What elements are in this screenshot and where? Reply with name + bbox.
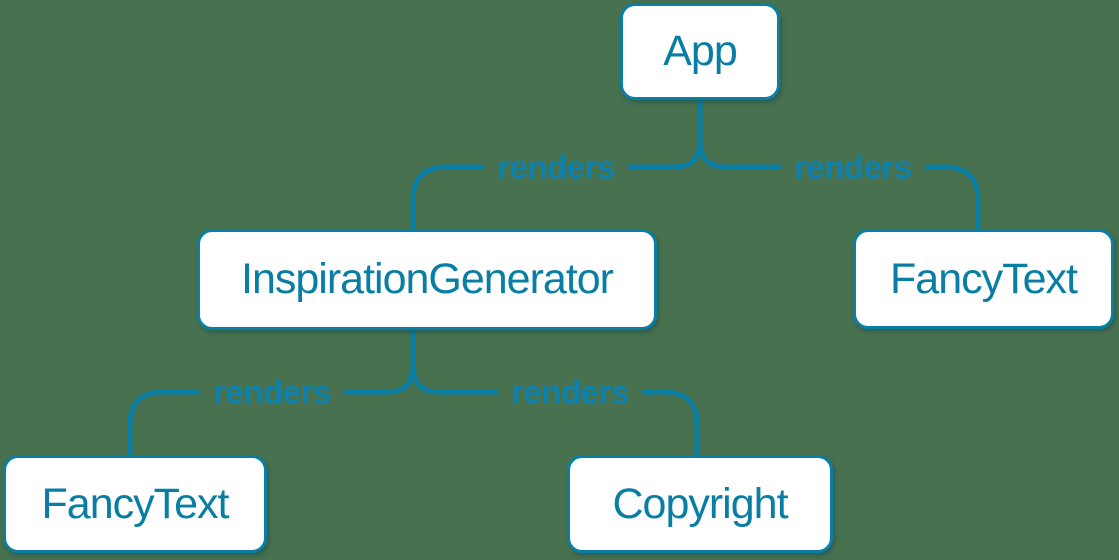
node-inspiration-generator: InspirationGenerator <box>197 229 657 330</box>
node-app: App <box>620 3 780 100</box>
node-fancy-text: FancyText <box>3 455 267 553</box>
edge-label-renders: renders <box>781 148 925 186</box>
edge-label-renders: renders <box>498 373 642 411</box>
node-fancy-text: FancyText <box>853 229 1114 329</box>
edge-label-renders: renders <box>200 373 344 411</box>
edge-label-renders: renders <box>484 148 628 186</box>
node-copyright: Copyright <box>567 455 833 553</box>
